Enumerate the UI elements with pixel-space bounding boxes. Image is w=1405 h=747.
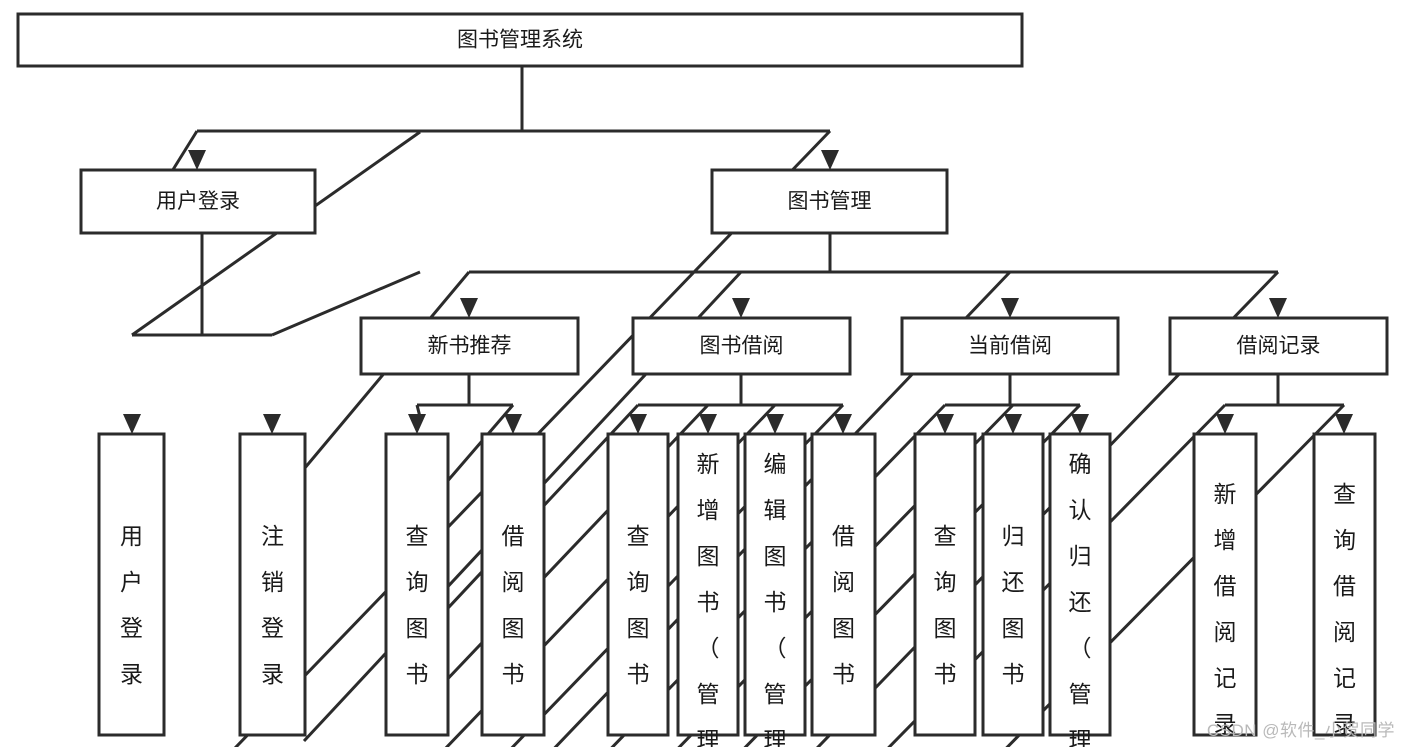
node-box-leaf-confirm-return[interactable] (1048, 432, 1112, 737)
node-book-borrow[interactable]: 图书借阅 (631, 316, 852, 376)
node-label-leaf-query-borrow-record: 查询借阅记录 (1333, 481, 1356, 737)
book-manage-arrow-0-head (460, 298, 478, 318)
nodes-layer: 图书管理系统用户登录图书管理新书推荐图书借阅当前借阅借阅记录用户登录注销登录查询… (16, 12, 1389, 747)
node-box-leaf-query-borrow-record[interactable] (1312, 432, 1377, 737)
node-current-borrow[interactable]: 当前借阅 (900, 316, 1120, 376)
new-book-recommend-arrow-0-head (408, 414, 426, 434)
watermark-label: CSDN @软件_小贺同学 (1206, 721, 1395, 740)
root-arrow-0-head (188, 150, 206, 170)
node-leaf-add-book[interactable]: 新增图书（管理员） (676, 432, 740, 747)
book-borrow-arrow-3-head (834, 414, 852, 434)
node-label-leaf-logout: 注销登录 (261, 523, 284, 687)
node-label-root: 图书管理系统 (457, 29, 583, 52)
new-book-recommend-arrow-1-head (504, 414, 522, 434)
node-box-leaf-query-book-current[interactable] (913, 432, 977, 737)
node-box-leaf-return-book[interactable] (981, 432, 1045, 737)
node-book-manage[interactable]: 图书管理 (710, 168, 949, 235)
borrow-record-arrow-0-head (1216, 414, 1234, 434)
book-borrow-arrow-0-head (629, 414, 647, 434)
book-manage-arrow-1-head (732, 298, 750, 318)
node-box-user-login[interactable] (79, 168, 317, 235)
current-borrow-arrow-2-head (1071, 414, 1089, 434)
node-label-leaf-edit-book: 编辑图书（管理员） (764, 451, 787, 747)
node-user-login[interactable]: 用户登录 (79, 168, 317, 235)
node-label-leaf-confirm-return: 确认归还（管理员） (1069, 451, 1092, 747)
borrow-record-arrow-1-head (1335, 414, 1353, 434)
node-box-leaf-edit-book[interactable] (743, 432, 807, 737)
node-box-leaf-add-borrow-record[interactable] (1192, 432, 1258, 737)
node-leaf-borrow-book-recommend[interactable]: 借阅图书 (480, 432, 546, 737)
node-box-leaf-borrow-book-recommend[interactable] (480, 432, 546, 737)
node-label-new-book-recommend: 新书推荐 (428, 335, 512, 358)
node-leaf-confirm-return[interactable]: 确认归还（管理员） (1048, 432, 1112, 747)
node-label-leaf-borrow-book-recommend: 借阅图书 (502, 523, 525, 687)
node-box-leaf-user-login[interactable] (97, 432, 166, 737)
book-borrow-arrow-2-head (766, 414, 784, 434)
node-label-leaf-user-login: 用户登录 (120, 523, 143, 687)
node-label-leaf-query-book-borrow: 查询图书 (627, 523, 650, 687)
node-leaf-borrow-book[interactable]: 借阅图书 (810, 432, 877, 737)
node-leaf-query-book-current[interactable]: 查询图书 (913, 432, 977, 737)
node-root[interactable]: 图书管理系统 (16, 12, 1024, 68)
node-leaf-query-book-borrow[interactable]: 查询图书 (606, 432, 670, 737)
book-borrow-arrow-1-head (699, 414, 717, 434)
node-box-new-book-recommend[interactable] (359, 316, 580, 376)
node-leaf-logout[interactable]: 注销登录 (238, 432, 307, 737)
node-box-leaf-query-book-borrow[interactable] (606, 432, 670, 737)
node-label-leaf-query-book-recommend: 查询图书 (406, 523, 429, 687)
book-manage-arrow-3-head (1269, 298, 1287, 318)
node-leaf-edit-book[interactable]: 编辑图书（管理员） (743, 432, 807, 747)
node-box-current-borrow[interactable] (900, 316, 1120, 376)
node-box-leaf-logout[interactable] (238, 432, 307, 737)
node-box-book-borrow[interactable] (631, 316, 852, 376)
borrow-record-arrow-1-shaft (1005, 403, 1346, 747)
node-leaf-return-book[interactable]: 归还图书 (981, 432, 1045, 737)
node-label-leaf-query-book-current: 查询图书 (934, 523, 957, 687)
node-leaf-user-login[interactable]: 用户登录 (97, 432, 166, 737)
book-manage-arrow-3-shaft (816, 270, 1280, 747)
current-borrow-arrow-0-head (936, 414, 954, 434)
node-box-leaf-borrow-book[interactable] (810, 432, 877, 737)
node-box-root[interactable] (16, 12, 1024, 68)
node-label-leaf-borrow-book: 借阅图书 (832, 523, 855, 687)
node-label-borrow-record: 借阅记录 (1237, 335, 1321, 358)
user-login-arrow-1-head (263, 414, 281, 434)
user-login-arrow-1-shaft (271, 270, 421, 337)
node-label-leaf-return-book: 归还图书 (1002, 523, 1025, 687)
root-arrow-1-head (821, 150, 839, 170)
user-login-arrow-0-head (123, 414, 141, 434)
node-label-leaf-add-borrow-record: 新增借阅记录 (1214, 481, 1237, 737)
node-borrow-record[interactable]: 借阅记录 (1168, 316, 1389, 376)
node-label-user-login: 用户登录 (156, 190, 240, 213)
node-leaf-add-borrow-record[interactable]: 新增借阅记录 (1192, 432, 1258, 737)
node-leaf-query-borrow-record[interactable]: 查询借阅记录 (1312, 432, 1377, 737)
node-new-book-recommend[interactable]: 新书推荐 (359, 316, 580, 376)
node-label-leaf-add-book: 新增图书（管理员） (697, 451, 720, 747)
node-box-book-manage[interactable] (710, 168, 949, 235)
node-box-leaf-add-book[interactable] (676, 432, 740, 737)
node-label-current-borrow: 当前借阅 (968, 335, 1052, 358)
node-box-borrow-record[interactable] (1168, 316, 1389, 376)
current-borrow-arrow-1-head (1004, 414, 1022, 434)
node-leaf-query-book-recommend[interactable]: 查询图书 (384, 432, 450, 737)
book-manage-arrow-2-head (1001, 298, 1019, 318)
node-label-book-borrow: 图书借阅 (700, 335, 784, 358)
node-box-leaf-query-book-recommend[interactable] (384, 432, 450, 737)
node-label-book-manage: 图书管理 (788, 190, 872, 213)
